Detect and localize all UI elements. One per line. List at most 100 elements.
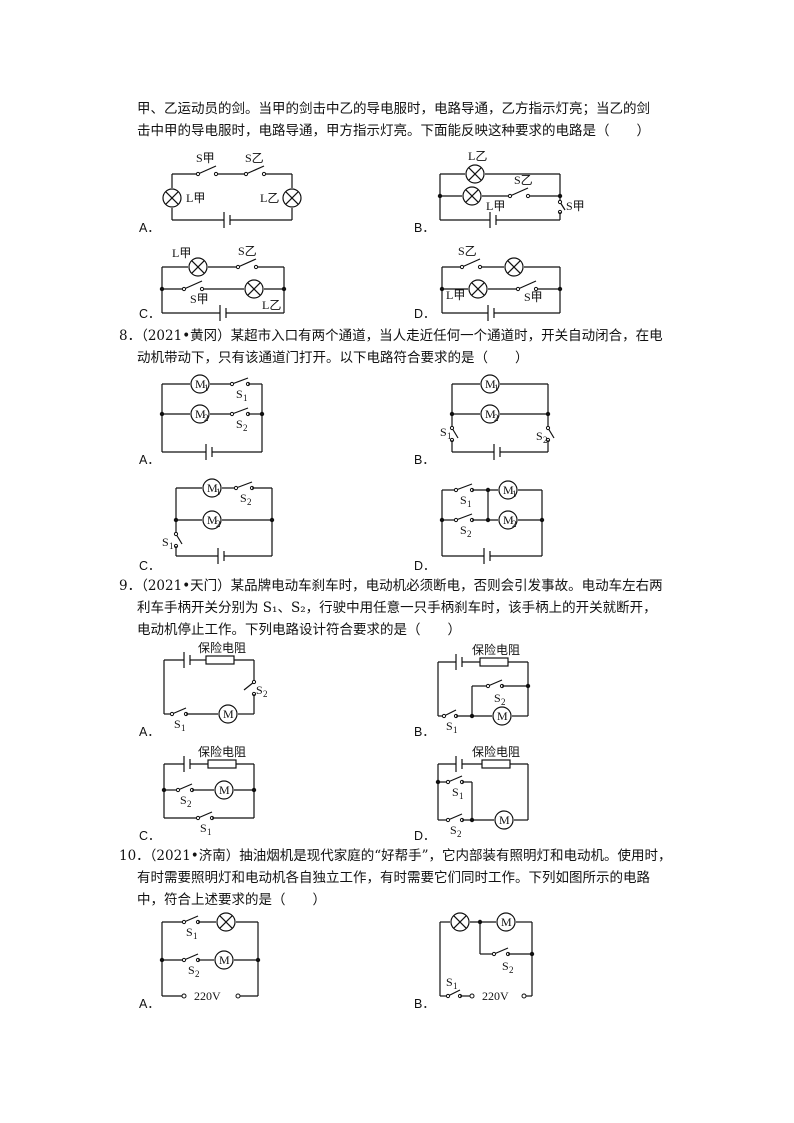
q7b-s-jia-label: S甲: [566, 199, 585, 213]
lamp-icon: [244, 279, 264, 299]
motor-label: M: [195, 407, 206, 421]
motor-icon: [496, 912, 516, 932]
lamp-icon: [465, 164, 485, 184]
q10-option-a-label: A．: [139, 997, 160, 1011]
switch-label: S: [502, 959, 509, 973]
subscript: 2: [509, 965, 514, 975]
switch-label: S: [188, 963, 195, 977]
switch-label: S: [186, 925, 193, 939]
subscript: 1: [193, 931, 198, 941]
resistor-label: 保险电阻: [472, 744, 520, 759]
resistor-label: 保险电阻: [472, 642, 520, 657]
switch-label: S: [460, 493, 467, 507]
q7b-s-yi-label: S乙: [514, 173, 533, 187]
motor-label: M: [497, 709, 508, 723]
q7-circuit-a: S甲 S乙 L甲 L乙: [162, 151, 302, 228]
switch-label: S: [236, 387, 243, 401]
subscript: 2: [263, 689, 268, 699]
resistor-icon: [205, 655, 235, 665]
subscript: 1: [453, 981, 458, 991]
subscript: 2: [216, 519, 221, 529]
subscript: 2: [187, 799, 192, 809]
subscript: 1: [459, 791, 464, 801]
q10-line3: 中，符合上述要求的是（ ）: [137, 892, 326, 908]
subscript: 2: [204, 413, 209, 423]
switch-label: S: [180, 793, 187, 807]
motor-label: M: [485, 377, 496, 391]
subscript: 1: [216, 487, 221, 497]
lamp-icon: [450, 912, 470, 932]
switch-label: S: [446, 719, 453, 733]
q7d-l-jia-label: L甲: [446, 288, 465, 302]
subscript: 1: [207, 827, 212, 837]
subscript: 2: [494, 413, 499, 423]
motor-label: M: [485, 407, 496, 421]
resistor-label: 保险电阻: [198, 640, 246, 655]
q9-option-a-label: A．: [139, 725, 160, 739]
q7-circuit-b: L乙 L甲 S乙 S甲: [437, 149, 585, 228]
motor-icon: [190, 404, 210, 424]
voltage-label: 220V: [482, 989, 509, 1003]
switch-label: S: [450, 823, 457, 837]
motor-label: M: [503, 513, 514, 527]
motor-icon: [494, 810, 514, 830]
subscript: 1: [512, 489, 517, 499]
q8-option-d-label: D．: [414, 559, 436, 573]
motor-label: M: [207, 481, 218, 495]
switch-label: S: [536, 429, 543, 443]
q10-line2: 有时需要照明灯和电动机各自独立工作，有时需要它们同时工作。下列如图所示的电路: [137, 870, 650, 886]
resistor-label: 保险电阻: [198, 744, 246, 759]
switch-label: S: [200, 821, 207, 835]
q7b-l-jia-label: L甲: [486, 199, 505, 213]
resistor-icon: [207, 759, 237, 769]
q7c-s-yi-label: S乙: [238, 244, 257, 258]
q9-option-b-label: B．: [414, 725, 435, 739]
motor-label: M: [219, 783, 230, 797]
q8-line2: 动机带动下，只有该通道门打开。以下电路符合要求的是（ ）: [137, 350, 529, 366]
motor-icon: [480, 404, 500, 424]
q8-option-a-label: A．: [139, 453, 160, 467]
q7-option-b-label: B．: [414, 221, 435, 235]
resistor-icon: [481, 759, 511, 769]
q9-option-c-label: C．: [139, 829, 161, 843]
motor-label: M: [207, 513, 218, 527]
switch-label: S: [240, 491, 247, 505]
motor-icon: [480, 374, 500, 394]
q10-option-b-label: B．: [414, 997, 435, 1011]
subscript: 1: [204, 383, 209, 393]
motor-label: M: [223, 707, 234, 721]
switch-label: S: [460, 523, 467, 537]
q8-option-b-label: B．: [414, 453, 435, 467]
q8-option-c-label: C．: [139, 559, 161, 573]
lamp-icon: [282, 188, 302, 208]
subscript: 1: [243, 393, 248, 403]
subscript: 2: [467, 529, 472, 539]
subscript: 2: [457, 829, 462, 839]
motor-label: M: [219, 953, 230, 967]
motor-icon: [218, 704, 238, 724]
subscript: 1: [169, 541, 174, 551]
subscript: 1: [181, 723, 186, 733]
q9-line3: 电动机停止工作。下列电路设计符合要求的是（ ）: [137, 622, 461, 638]
q7c-l-jia-label: L甲: [172, 246, 191, 260]
subscript: 2: [501, 697, 506, 707]
switch-label: S: [440, 425, 447, 439]
motor-label: M: [195, 377, 206, 391]
motor-label: M: [503, 483, 514, 497]
switch-label: S: [446, 975, 453, 989]
lamp-icon: [188, 257, 208, 277]
q7b-l-yi-label: L乙: [468, 149, 487, 163]
q7a-l-jia-label: L甲: [186, 191, 205, 205]
motor-icon: [214, 950, 234, 970]
switch-label: S: [452, 785, 459, 799]
q9-line2: 利车手柄开关分别为 S₁、S₂，行驶中用任意一只手柄刹车时，该手柄上的开关就断开…: [137, 600, 657, 616]
switch-label: S: [256, 683, 263, 697]
motor-icon: [202, 510, 222, 530]
q8-line1: 8．（2021•黄冈）某超市入口有两个通道，当人走近任何一个通道时，开关自动闭合…: [119, 328, 663, 344]
